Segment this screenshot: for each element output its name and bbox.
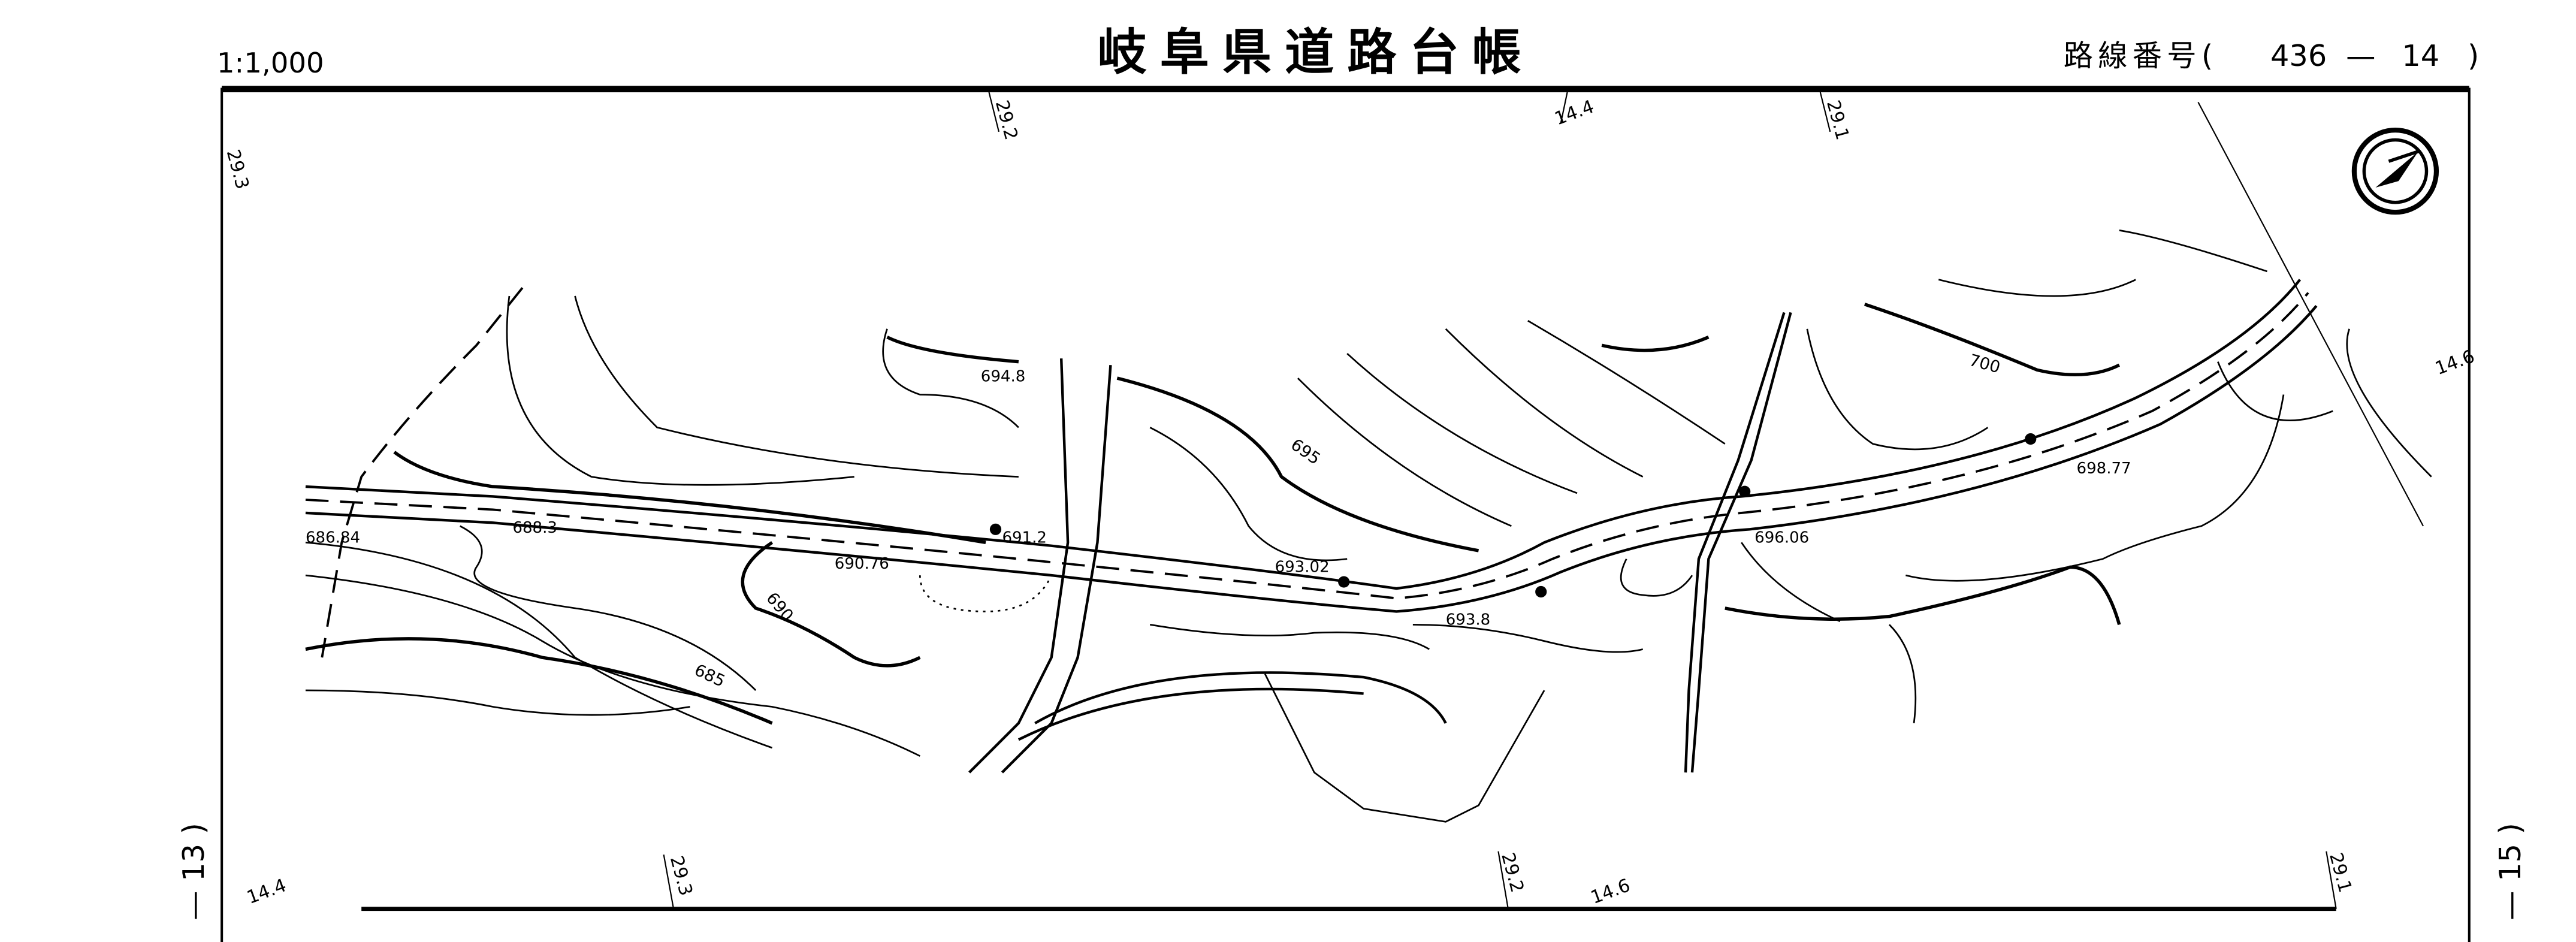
contour-lines <box>305 229 2432 757</box>
spot-height: 693.02 <box>1275 558 1330 576</box>
spot-height: 690.76 <box>835 555 889 573</box>
map-scale: 1:1,000 <box>217 47 324 79</box>
svg-text:685: 685 <box>691 661 728 691</box>
route-number: 路線番号( 436 — 14 ) <box>2064 38 2480 73</box>
svg-text:): ) <box>2468 38 2479 73</box>
spot-heights: 686.84 688.3 690.76 691.2 694.8 693.02 6… <box>306 368 2131 629</box>
spot-height: 691.2 <box>1002 529 1047 547</box>
svg-text:14.6: 14.6 <box>1588 875 1633 908</box>
left-page-ref: — 13 ) <box>176 823 211 920</box>
svg-text:14.4: 14.4 <box>1552 96 1597 130</box>
svg-text:14.6: 14.6 <box>2432 346 2477 379</box>
svg-text:436: 436 <box>2270 38 2327 73</box>
spot-height: 686.84 <box>306 529 360 547</box>
point-symbols <box>989 433 2037 598</box>
svg-text:695: 695 <box>1287 436 1324 469</box>
right-page-ref: — 15 ) <box>2493 823 2527 920</box>
side-roads <box>321 287 1792 823</box>
svg-text:—: — <box>2346 38 2375 73</box>
spot-height: 688.3 <box>512 519 557 537</box>
svg-text:690: 690 <box>762 589 796 625</box>
svg-text:14: 14 <box>2402 38 2439 73</box>
spot-height: 698.77 <box>2077 460 2131 478</box>
spot-height: 693.8 <box>1446 611 1491 629</box>
spot-height: 696.06 <box>1754 529 1809 547</box>
prefectural-road-436 <box>305 279 2318 613</box>
svg-text:29.3: 29.3 <box>222 147 253 192</box>
north-arrow-icon <box>2351 127 2439 215</box>
svg-text:路線番号(: 路線番号( <box>2064 38 2218 73</box>
spot-height: 694.8 <box>981 368 1026 386</box>
map-title: 岐阜県道路台帳 <box>1097 25 1534 81</box>
svg-text:14.4: 14.4 <box>244 875 289 908</box>
